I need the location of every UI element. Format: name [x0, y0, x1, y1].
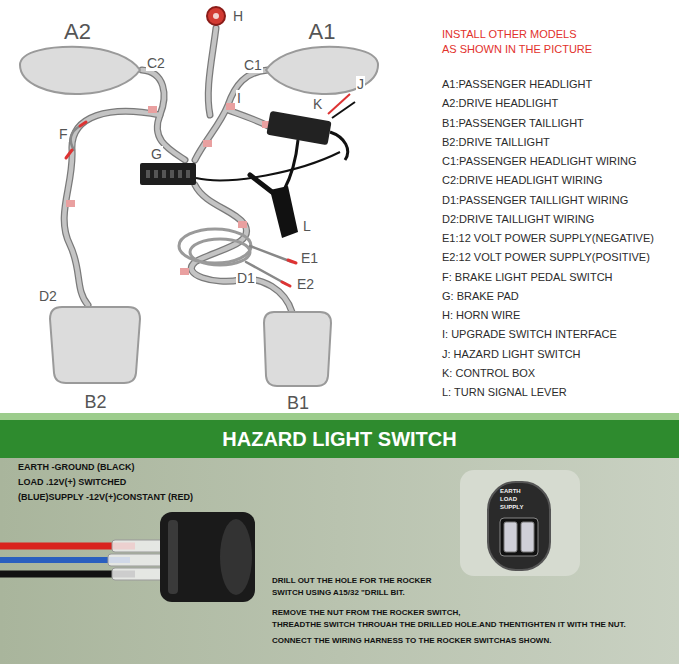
- instruction-text: DRILL OUT THE HOLE FOR THE ROCKER: [272, 576, 431, 585]
- turn-signal-lever: [270, 186, 298, 238]
- parts-list-item: C1:PASSENGER HEADLIGHT WIRING: [442, 155, 637, 168]
- signal-wire: [330, 132, 348, 160]
- brake-switch-lead: [66, 122, 86, 158]
- wiring-note: LOAD .12V(+) SWITCHED: [18, 477, 126, 487]
- parts-list-item: A2:DRIVE HEADLIGHT: [442, 97, 558, 110]
- switch-terminal-label: EARTH: [500, 488, 521, 495]
- section-band: HAZARD LIGHT SWITCH: [0, 420, 679, 458]
- part-letter: D1: [236, 270, 256, 286]
- switch-terminal-label: LOAD: [500, 496, 517, 503]
- headlight-shape: [266, 47, 378, 94]
- parts-list-item: I: UPGRADE SWITCH INTERFACE: [442, 328, 617, 341]
- band-stripe: [0, 413, 679, 420]
- part-letter: E1: [300, 250, 319, 266]
- horn-connector: [207, 7, 225, 25]
- part-letter: F: [58, 126, 69, 142]
- taillight: B1: [262, 308, 334, 416]
- part-letter: K: [312, 96, 323, 112]
- hazard-lead: [332, 102, 355, 118]
- wire-coil: [179, 229, 251, 265]
- taillight-shape: [50, 307, 140, 383]
- switch-terminal-label: SUPPLY: [500, 504, 523, 511]
- parts-list-item: D1:PASSENGER TAILLIGHT WIRING: [442, 194, 628, 207]
- parts-list-item: H: HORN WIRE: [442, 309, 520, 322]
- part-letter: B2: [84, 393, 106, 413]
- part-letter: A1: [309, 20, 336, 44]
- turn-signal-lever: [250, 175, 272, 192]
- lever-cable: [284, 140, 298, 190]
- part-letter: C1: [243, 57, 263, 73]
- wiring-note: EARTH -GROUND (BLACK): [18, 462, 135, 472]
- instruction-panel: [0, 458, 679, 664]
- brake-pad-pins: [146, 170, 190, 178]
- horn-connector: [213, 13, 219, 19]
- instruction-text: SWITCH USING A15/32 "DRILL BIT.: [272, 588, 405, 597]
- parts-list-item: B1:PASSENGER TAILLIGHT: [442, 117, 584, 130]
- parts-list-item: F: BRAKE LIGHT PEDAL SWITCH: [442, 271, 613, 284]
- part-letter: C2: [146, 55, 166, 71]
- wiring-note: (BLUE)SUPPLY -12V(+)CONSTANT (RED): [18, 492, 193, 502]
- part-letter: E2: [296, 276, 315, 292]
- note-heading: AS SHOWN IN THE PICTURE: [442, 43, 592, 56]
- heat-shrink: [66, 103, 271, 275]
- parts-list-item: A1:PASSENGER HEADLIGHT: [442, 78, 592, 91]
- parts-list-item: E1:12 VOLT POWER SUPPLY(NEGATIVE): [442, 232, 654, 245]
- headlight-shape: [20, 47, 140, 94]
- part-letter: I: [236, 90, 242, 106]
- instruction-text: THREADTHE SWITCH THROUAH THE DRILLED HOL…: [272, 620, 626, 629]
- signal-wire: [196, 152, 340, 180]
- part-letter: D2: [38, 288, 58, 304]
- brake-pad: [140, 163, 196, 185]
- parts-list-item: D2:DRIVE TAILLIGHT WIRING: [442, 213, 594, 226]
- taillight: B2: [48, 303, 143, 415]
- part-letter: L: [302, 218, 312, 234]
- parts-list-item: K: CONTROL BOX: [442, 367, 535, 380]
- parts-list-item: J: HAZARD LIGHT SWITCH: [442, 348, 581, 361]
- parts-list-item: B2:DRIVE TAILLIGHT: [442, 136, 550, 149]
- section-heading: HAZARD LIGHT SWITCH: [222, 428, 456, 450]
- part-letter: A2: [64, 20, 91, 44]
- control-box: [266, 111, 331, 145]
- taillight-shape: [264, 312, 331, 386]
- instruction-text: CONNECT THE WIRING HARNESS TO THE ROCKER…: [272, 636, 551, 645]
- parts-list-item: E2:12 VOLT POWER SUPPLY(POSITIVE): [442, 251, 650, 264]
- part-letter: B1: [287, 394, 309, 414]
- headlight: A2: [10, 20, 145, 100]
- wired-switch-photo: [0, 512, 255, 602]
- hazard-lead: [328, 94, 350, 114]
- note-heading: INSTALL OTHER MODELS: [442, 28, 576, 41]
- part-letter: G: [150, 146, 163, 162]
- part-letter: H: [232, 8, 244, 24]
- part-letter: J: [356, 76, 365, 92]
- parts-list-item: C2:DRIVE HEADLIGHT WIRING: [442, 174, 603, 187]
- instruction-text: REMOVE THE NUT FROM THE ROCKER SWITCH,: [272, 608, 460, 617]
- parts-list-item: L: TURN SIGNAL LEVER: [442, 386, 567, 399]
- parts-list-item: G: BRAKE PAD: [442, 290, 519, 303]
- rocker-switch-photo: [460, 470, 580, 576]
